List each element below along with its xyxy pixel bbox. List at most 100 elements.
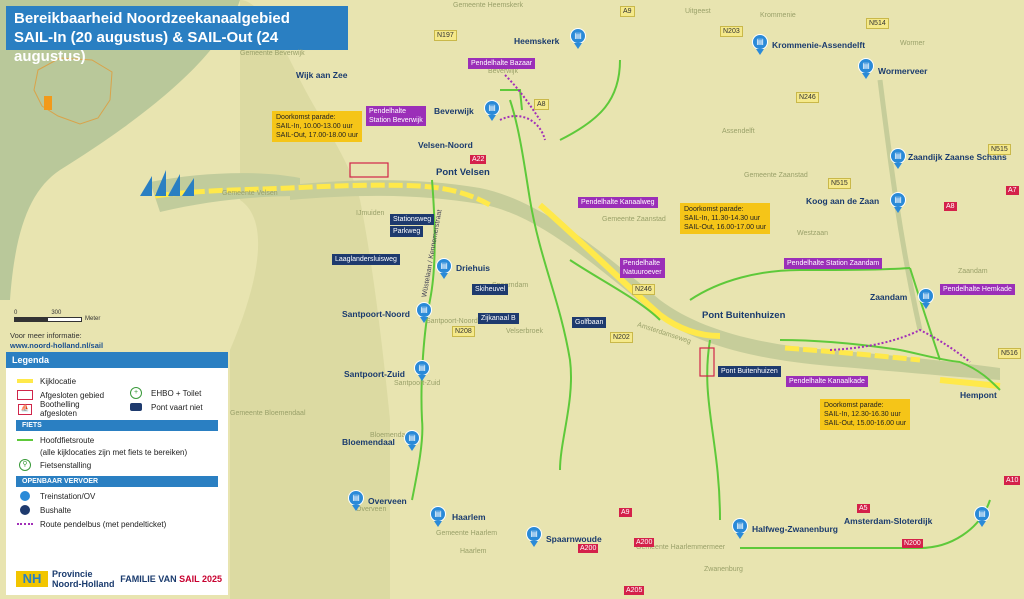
parade-times-east: Doorkomst parade: SAIL-In, 12.30-16.30 u… bbox=[820, 399, 911, 430]
legend-panel: Legenda Kijklocatie Afgesloten gebied ⛵B… bbox=[6, 352, 228, 595]
train-station-icon[interactable]: ▤ bbox=[974, 506, 990, 527]
train-station-icon[interactable]: ▤ bbox=[526, 526, 542, 547]
ghost-label-zaandam: Zaandam bbox=[958, 268, 988, 275]
ghost-label-assendelft: Assendelft bbox=[722, 128, 755, 135]
bus-stop-zijkanaal-b[interactable]: Zijkanaal B bbox=[478, 313, 519, 324]
kijklocatie-east bbox=[784, 345, 921, 363]
train-station-icon[interactable]: ▤ bbox=[416, 302, 432, 323]
road-a8-top: A8 bbox=[534, 99, 549, 110]
closed-area-buitenhuizen bbox=[699, 347, 715, 377]
logo-sail-line2: SAIL 2025 bbox=[179, 574, 222, 584]
legend-treinstation: Treinstation/OV bbox=[6, 489, 228, 503]
ghost-label-velserbroek: Velserbroek bbox=[506, 328, 543, 335]
legend-kijklocatie-label: Kijklocatie bbox=[40, 376, 77, 386]
place-spaarnwoude[interactable]: Spaarnwoude bbox=[546, 534, 602, 544]
ijmuiden-harbour bbox=[150, 173, 300, 212]
train-station-icon[interactable]: ▤ bbox=[484, 100, 500, 121]
place-haarlem[interactable]: Haarlem bbox=[452, 512, 486, 522]
legend-bushalte-label: Bushalte bbox=[40, 505, 72, 515]
pendel-stop-bazaar[interactable]: Pendelhalte Bazaar bbox=[468, 58, 536, 69]
place-koog[interactable]: Koog aan de Zaan bbox=[806, 196, 880, 206]
train-station-icon[interactable]: ▤ bbox=[414, 360, 430, 381]
place-santpoort-zuid[interactable]: Santpoort-Zuid bbox=[344, 369, 405, 379]
more-info-link[interactable]: www.noord-holland.nl/sail bbox=[10, 341, 104, 350]
more-info: Voor meer informatie: www.noord-holland.… bbox=[10, 331, 103, 351]
dunes-band bbox=[230, 0, 390, 599]
train-station-icon[interactable]: ▤ bbox=[858, 58, 874, 79]
parade-times-west: Doorkomst parade: SAIL-In, 10.00-13.00 u… bbox=[272, 111, 363, 142]
scale-unit: Meter bbox=[85, 316, 101, 322]
train-station-icon[interactable]: ▤ bbox=[430, 506, 446, 527]
pendel-stop-natuuroever[interactable]: Pendelhalte Natuuroever bbox=[620, 258, 665, 278]
place-zaandam[interactable]: Zaandam bbox=[870, 292, 908, 302]
place-driehuis[interactable]: Driehuis bbox=[456, 263, 491, 273]
legend-treinstation-label: Treinstation/OV bbox=[40, 491, 96, 501]
place-bloemendaal[interactable]: Bloemendaal bbox=[342, 437, 395, 447]
road-a10: A10 bbox=[1004, 476, 1021, 485]
place-hempont[interactable]: Hempont bbox=[960, 390, 997, 400]
pendel-stop-station-beverwijk[interactable]: Pendelhalte Station Beverwijk bbox=[366, 106, 426, 126]
ghost-label-haarlemmermeer-gem: Gemeente Haarlemmermeer bbox=[636, 544, 726, 551]
train-station-icon[interactable]: ▤ bbox=[404, 430, 420, 451]
pendel-stop-kanaalkade[interactable]: Pendelhalte Kanaalkade bbox=[786, 376, 868, 387]
legend-section-fiets: FIETS bbox=[16, 420, 218, 431]
legend-fietsenstalling-label: Fietsenstalling bbox=[40, 460, 92, 470]
place-beverwijk[interactable]: Beverwijk bbox=[434, 106, 474, 116]
bus-stop-laaglandersluisweg[interactable]: Laaglandersluisweg bbox=[332, 254, 400, 265]
train-station-icon[interactable]: ▤ bbox=[752, 34, 768, 55]
place-velsen-noord[interactable]: Velsen-Noord bbox=[418, 140, 473, 150]
bus-stop-parkweg[interactable]: Parkweg bbox=[390, 226, 424, 237]
bus-stop-stationsweg[interactable]: Stationsweg bbox=[390, 214, 435, 225]
place-pont-buitenhuizen[interactable]: Pont Buitenhuizen bbox=[702, 310, 786, 321]
ghost-label-ijmuiden: IJmuiden bbox=[356, 210, 385, 217]
ghost-label-santpoort-noord: Santpoort-Noord bbox=[426, 318, 478, 325]
place-amsterdam-sloterdijk[interactable]: Amsterdam-Sloterdijk bbox=[844, 516, 933, 526]
bus-stop-legend-icon bbox=[16, 505, 34, 515]
train-station-icon[interactable]: ▤ bbox=[918, 288, 934, 309]
closed-area-ijmuiden bbox=[349, 162, 389, 178]
ghost-label-heemskerk: Gemeente Heemskerk bbox=[453, 2, 524, 9]
legend-ehbo-label: EHBO + Toilet bbox=[151, 388, 202, 398]
legend-hoofdfietsroute: Hoofdfietsroute bbox=[6, 433, 228, 447]
train-station-icon[interactable]: ▤ bbox=[732, 518, 748, 539]
kijklocatie-west bbox=[154, 182, 492, 208]
train-station-legend-icon bbox=[16, 491, 34, 501]
legend-header: Legenda bbox=[6, 352, 228, 368]
road-a200: A200 bbox=[578, 544, 599, 553]
train-station-icon[interactable]: ▤ bbox=[436, 258, 452, 279]
ghost-label-overveen: Overveen bbox=[356, 506, 387, 513]
train-station-icon[interactable]: ▤ bbox=[570, 28, 586, 49]
road-n515-a: N515 bbox=[828, 178, 851, 189]
pendel-stop-hemkade[interactable]: Pendelhalte Hemkade bbox=[940, 284, 1015, 295]
legend-boothelling: ⛵Boothelling afgesloten bbox=[6, 400, 117, 418]
legend-logos: NH Provincie Noord-Holland FAMILIE VAN S… bbox=[16, 569, 222, 589]
place-wijk-aan-zee[interactable]: Wijk aan Zee bbox=[296, 70, 348, 80]
train-station-icon[interactable]: ▤ bbox=[890, 192, 906, 213]
ghost-label-zwanenburg: Zwanenburg bbox=[704, 566, 743, 573]
bus-stop-golfbaan[interactable]: Golfbaan bbox=[572, 317, 607, 328]
place-halfweg[interactable]: Halfweg-Zwanenburg bbox=[752, 524, 838, 534]
train-station-icon[interactable]: ▤ bbox=[348, 490, 364, 511]
ghost-label-wormer: Wormer bbox=[900, 40, 925, 47]
road-a9-top: A9 bbox=[620, 6, 635, 17]
train-station-icon[interactable]: ▤ bbox=[890, 148, 906, 169]
legend-afgesloten-label: Afgesloten gebied bbox=[40, 390, 105, 400]
place-santpoort-noord[interactable]: Santpoort-Noord bbox=[342, 309, 410, 319]
place-krommenie[interactable]: Krommenie-Assendelft bbox=[772, 40, 866, 50]
place-heemskerk[interactable]: Heemskerk bbox=[514, 36, 560, 46]
ghost-label-uitgeest: Uitgeest bbox=[685, 8, 711, 15]
place-overveen[interactable]: Overveen bbox=[368, 496, 407, 506]
place-zaandijk[interactable]: Zaandijk Zaanse Schans bbox=[908, 152, 1007, 162]
pendel-stop-station-zaandam[interactable]: Pendelhalte Station Zaandam bbox=[784, 258, 883, 269]
bike-routes bbox=[411, 59, 1001, 550]
legend-afgesloten: Afgesloten gebied bbox=[6, 388, 117, 402]
place-wormerveer[interactable]: Wormerveer bbox=[878, 66, 928, 76]
legend-hoofdfietsroute-sub: (alle kijklocaties zijn met fiets te ber… bbox=[40, 448, 188, 457]
bus-stop-pont-buitenhuizen[interactable]: Pont Buitenhuizen bbox=[718, 366, 781, 377]
pendel-stop-kanaalweg[interactable]: Pendelhalte Kanaalweg bbox=[578, 197, 658, 208]
road-a8-right: A8 bbox=[944, 202, 957, 211]
bus-stop-skiheuvel[interactable]: Skiheuvel bbox=[472, 284, 509, 295]
netherlands-inset-map bbox=[33, 57, 113, 125]
legend-pendelbus-label: Route pendelbus (met pendelticket) bbox=[40, 519, 167, 529]
place-pont-velsen[interactable]: Pont Velsen bbox=[436, 167, 490, 178]
